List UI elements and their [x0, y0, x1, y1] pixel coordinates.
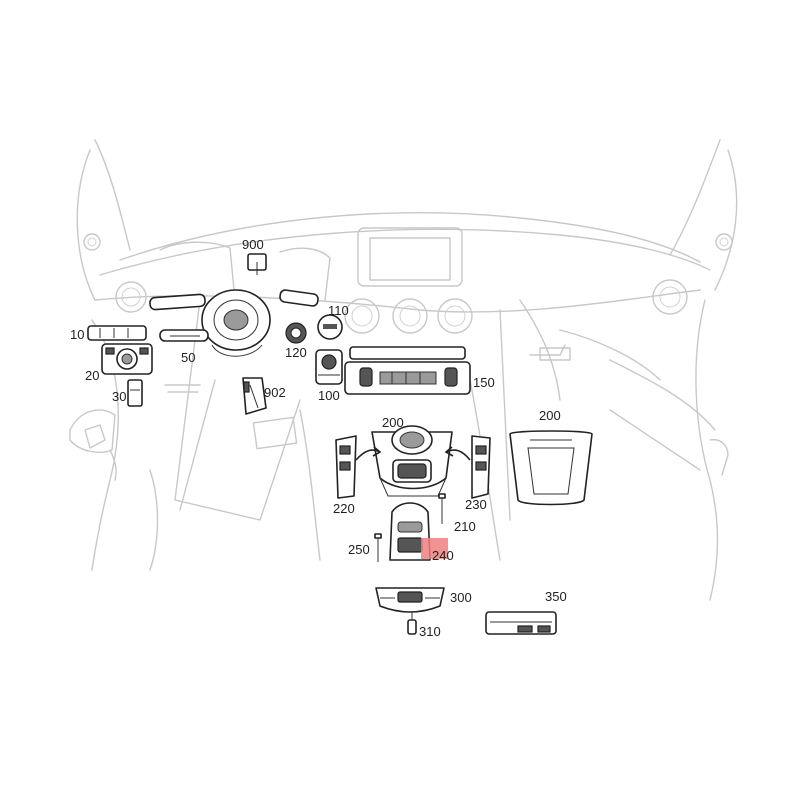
assembly-arrows [355, 446, 471, 461]
part-30-switch [127, 379, 143, 407]
part-20-light-switch [101, 343, 153, 375]
callout-10: 10 [70, 327, 85, 342]
callout-120: 120 [285, 345, 307, 360]
part-230-side-trim [471, 435, 491, 499]
part-120-ring [285, 322, 307, 344]
part-100-ignition [315, 349, 343, 385]
callout-110: 110 [328, 303, 349, 318]
part-10-switch-bar [87, 325, 147, 341]
callout-100: 100 [318, 388, 340, 403]
part-300-base [375, 587, 445, 613]
part-210-screw [438, 493, 446, 524]
callout-200-frame: 200 [539, 408, 561, 423]
callout-902: 902 [264, 385, 286, 400]
part-110-start-button [317, 314, 343, 340]
callout-150: 150 [473, 375, 495, 390]
part-240-highlight [421, 538, 448, 559]
callout-310: 310 [419, 624, 441, 639]
callout-900: 900 [242, 237, 264, 252]
part-900-bracket [247, 253, 267, 275]
callout-200-console: 200 [382, 415, 404, 430]
part-350-module [485, 611, 557, 635]
callout-350: 350 [545, 589, 567, 604]
part-50-steering-column-switch [149, 289, 319, 357]
callout-240: 240 [432, 548, 454, 563]
part-250-screw [374, 533, 382, 562]
callout-30: 30 [112, 389, 127, 404]
part-220-side-trim [335, 435, 357, 499]
part-150-control-panel [344, 346, 471, 395]
part-310-fastener [407, 612, 417, 635]
part-200-center-console [371, 425, 453, 497]
callout-210: 210 [454, 519, 476, 534]
part-902-bracket [242, 377, 267, 415]
callout-20: 20 [85, 368, 100, 383]
part-200-trim-frame [509, 430, 593, 506]
callout-220: 220 [333, 501, 355, 516]
callout-230: 230 [465, 497, 487, 512]
callout-300: 300 [450, 590, 472, 605]
part-240-shift-module [389, 502, 431, 561]
callout-250: 250 [348, 542, 370, 557]
interior-outline [69, 139, 738, 601]
callout-50: 50 [181, 350, 196, 365]
